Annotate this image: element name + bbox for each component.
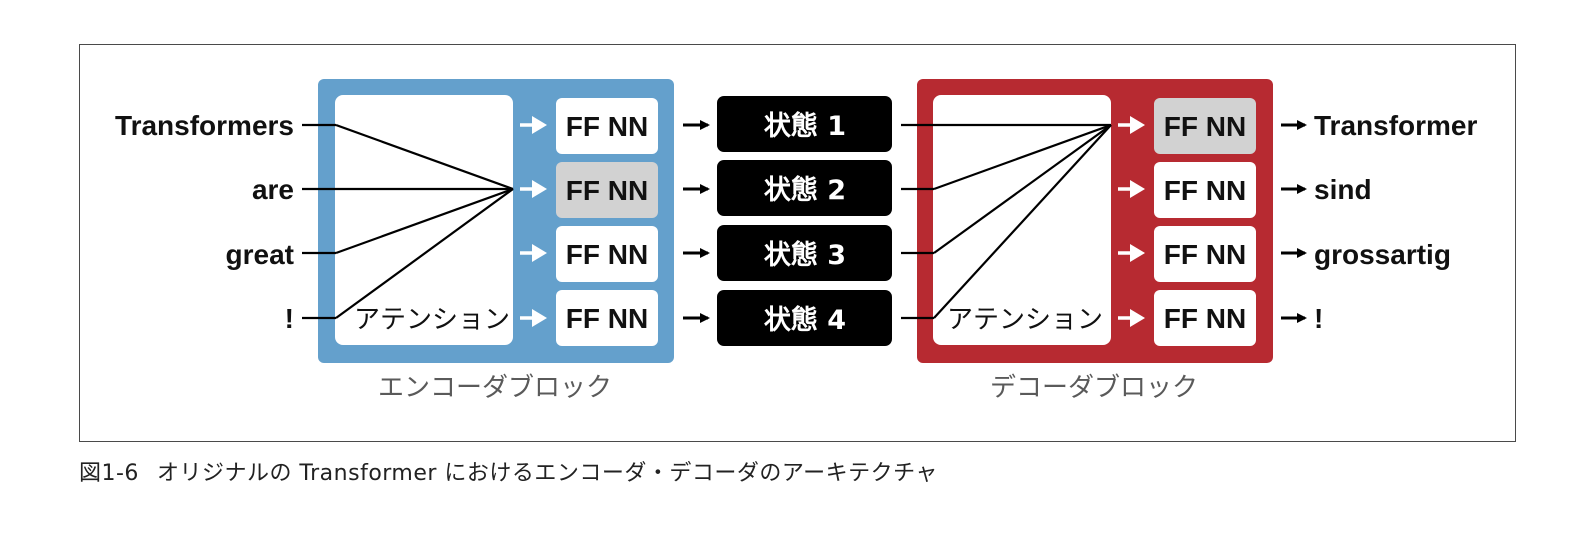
decoder-ffnn-box <box>1154 98 1256 154</box>
output-token: sind <box>1314 174 1372 205</box>
figure-caption: 図1-6 オリジナルの Transformer におけるエンコーダ・デコーダのアー… <box>79 455 956 487</box>
caption-text: オリジナルの Transformer におけるエンコーダ・デコーダのアーキテクチ… <box>156 461 938 486</box>
input-token: are <box>252 174 294 205</box>
input-token: ! <box>285 303 294 334</box>
encoder-ffnn-label: FF NN <box>566 175 648 206</box>
encoder-decoder-diagram: Transformers are great ! <box>115 79 1477 403</box>
output-token: ! <box>1314 303 1323 334</box>
decoder-ffnn-box <box>1154 290 1256 346</box>
state-label: 状態 3 <box>764 239 846 271</box>
decoder-attention-connectors <box>901 123 1112 320</box>
state-box <box>717 96 892 152</box>
decoder-ffnn-label: FF NN <box>1164 111 1246 142</box>
encoder-ffnn-box <box>556 162 658 218</box>
encoder-attention-label: アテンション <box>354 305 510 335</box>
input-token: Transformers <box>115 110 294 141</box>
decoder-attention-label: アテンション <box>947 305 1103 335</box>
encoder-ffnn-label: FF NN <box>566 111 648 142</box>
encoder-ffnn-label: FF NN <box>566 239 648 270</box>
decoder-ffnn-label: FF NN <box>1164 175 1246 206</box>
figure-number: 図1-6 <box>79 461 139 486</box>
encoder-attention-box <box>335 95 513 345</box>
state-label: 状態 1 <box>764 110 846 142</box>
decoder-ffnn-label: FF NN <box>1164 303 1246 334</box>
decoder-arrow-icons <box>1118 116 1145 327</box>
encoder-ffnn-box <box>556 98 658 154</box>
state-label: 状態 4 <box>764 304 846 336</box>
encoder-block-label: エンコーダブロック <box>378 373 612 403</box>
state-box <box>717 160 892 216</box>
figure-frame <box>79 44 1516 442</box>
state-box <box>717 225 892 281</box>
encoder-ffnn-box <box>556 226 658 282</box>
decoder-output-arrows <box>1281 120 1307 323</box>
output-token: Transformer <box>1314 110 1477 141</box>
encoder-ffnn-label: FF NN <box>566 303 648 334</box>
state-label: 状態 2 <box>764 174 846 206</box>
decoder-ffnn-box <box>1154 162 1256 218</box>
input-connectors <box>302 123 514 320</box>
encoder-output-arrows <box>683 120 710 323</box>
encoder-ffnn-box <box>556 290 658 346</box>
decoder-ffnn-label: FF NN <box>1164 239 1246 270</box>
decoder-ffnn-box <box>1154 226 1256 282</box>
encoder-arrow-icons <box>520 116 547 327</box>
decoder-block-label: デコーダブロック <box>990 373 1198 403</box>
output-token: grossartig <box>1314 239 1451 270</box>
input-token: great <box>226 239 294 270</box>
state-box <box>717 290 892 346</box>
